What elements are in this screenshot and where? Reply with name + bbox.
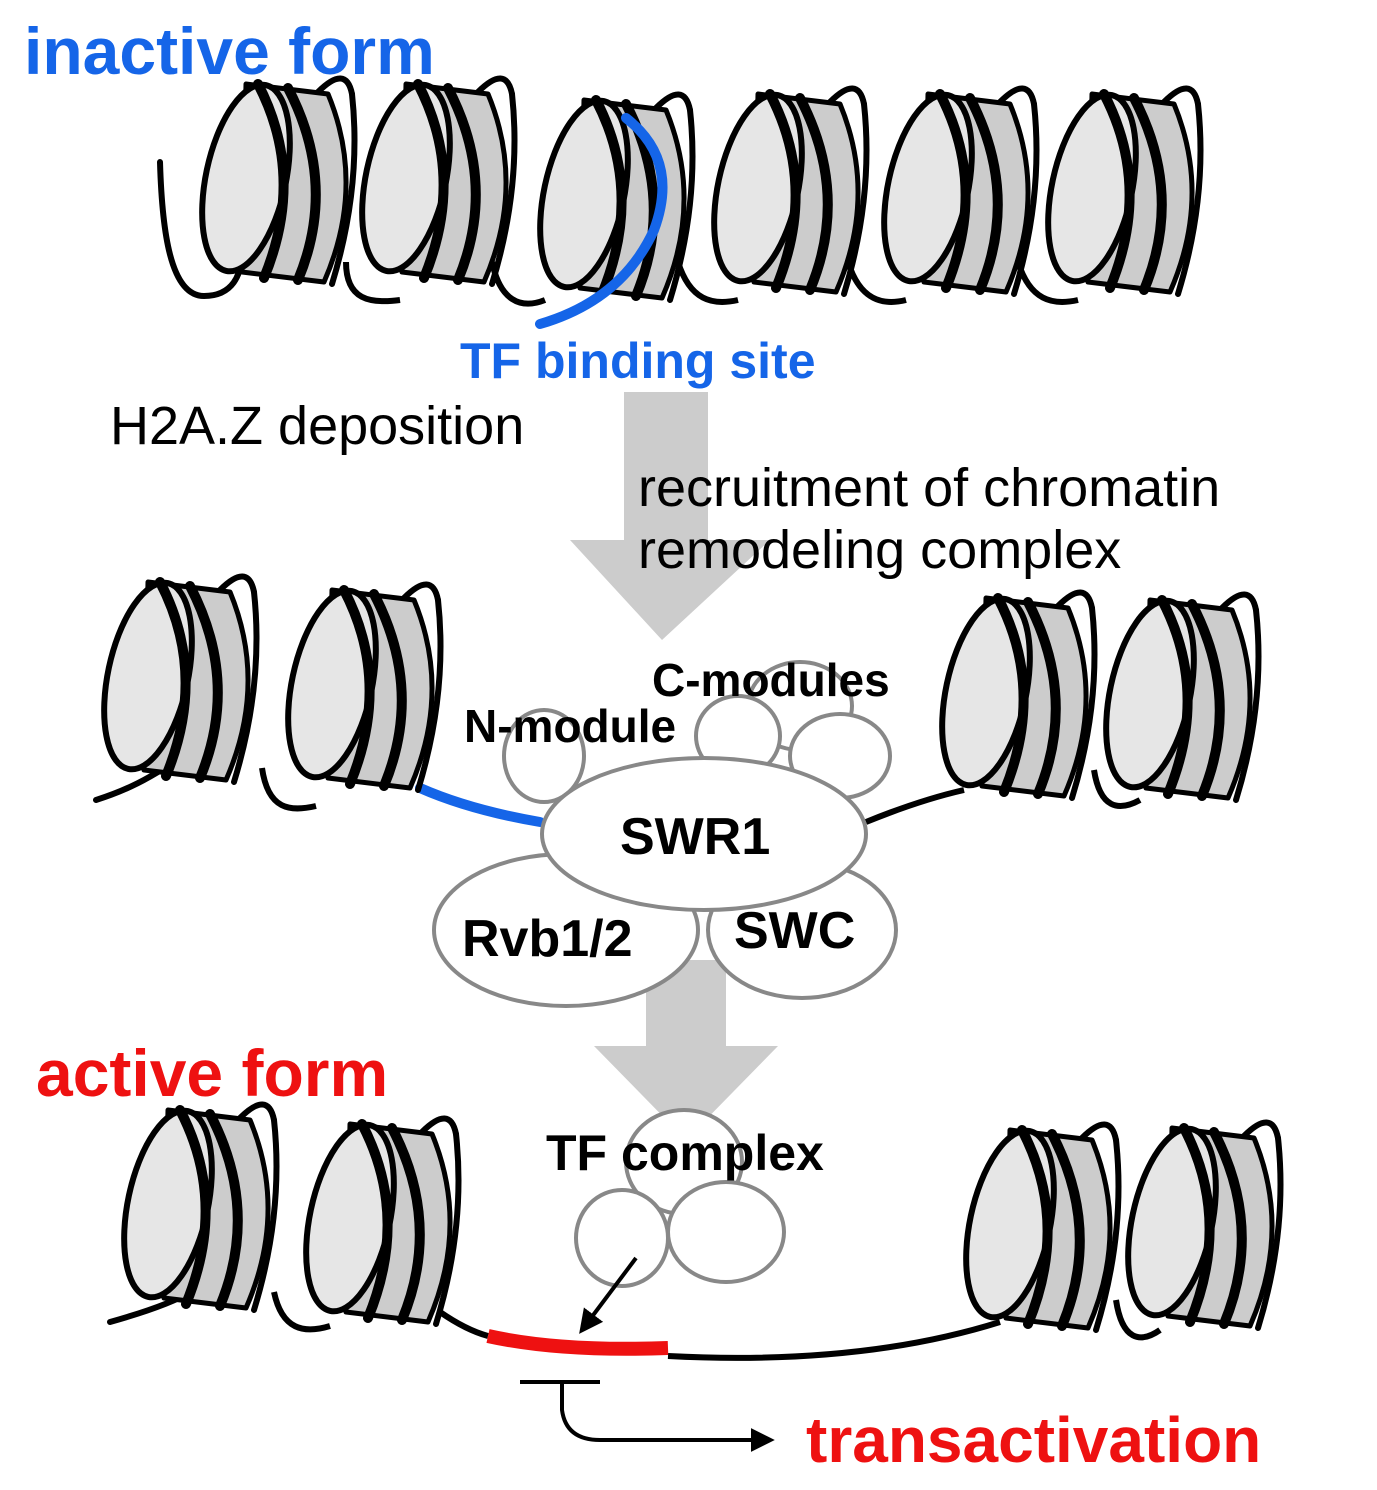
inactive-chromatin-fiber bbox=[157, 77, 1201, 329]
active-chromatin-fiber bbox=[109, 1103, 1280, 1361]
h2az-deposition-label: H2A.Z deposition bbox=[110, 396, 524, 456]
recruitment-label-line1: recruitment of chromatin bbox=[638, 458, 1220, 518]
nucleosome-icon bbox=[951, 1123, 1118, 1330]
tf-complex-subunit bbox=[574, 1188, 670, 1288]
process-arrow-icon bbox=[594, 960, 778, 1140]
nucleosome-icon bbox=[1091, 593, 1258, 800]
nucleosome-icon bbox=[869, 87, 1036, 294]
nucleosome-icon bbox=[699, 87, 866, 294]
tf-binding-site-dna bbox=[535, 113, 668, 329]
tf-complex-label: TF complex bbox=[546, 1125, 824, 1181]
nucleosome-icon bbox=[927, 591, 1094, 798]
tf-complex-subunit bbox=[666, 1180, 786, 1284]
transactivation-label: transactivation bbox=[806, 1404, 1261, 1476]
tf-binding-site-label: TF binding site bbox=[460, 333, 816, 389]
n-module-label: N-module bbox=[464, 700, 676, 752]
tf-arrow-icon bbox=[579, 1256, 638, 1334]
rvb-label: Rvb1/2 bbox=[462, 910, 633, 968]
nucleosome-icon bbox=[187, 77, 354, 284]
promoter-arrow-icon bbox=[520, 1380, 775, 1452]
swr1-complex bbox=[432, 660, 898, 1008]
swc-label: SWC bbox=[734, 902, 855, 960]
n-module-subunit bbox=[502, 708, 586, 804]
c-modules-label: C-modules bbox=[652, 654, 890, 706]
active-binding-site-dna bbox=[486, 1329, 669, 1356]
tf-complex bbox=[574, 1108, 786, 1288]
recruitment-label-line2: remodeling complex bbox=[638, 520, 1121, 580]
nucleosome-icon bbox=[1113, 1121, 1280, 1328]
nucleosome-icon bbox=[109, 1103, 276, 1310]
middle-chromatin-fiber bbox=[89, 575, 1258, 827]
tf-binding-site-dna bbox=[415, 783, 545, 827]
nucleosome-icon bbox=[525, 93, 692, 300]
nucleosome-icon bbox=[273, 583, 440, 790]
nucleosome-icon bbox=[89, 575, 256, 782]
swr1-label: SWR1 bbox=[620, 808, 770, 866]
active-form-title: active form bbox=[36, 1036, 388, 1110]
inactive-form-title: inactive form bbox=[24, 14, 435, 88]
process-arrow-icon bbox=[570, 392, 770, 640]
nucleosome-icon bbox=[347, 77, 514, 284]
nucleosome-icon bbox=[1033, 87, 1200, 294]
swr1-subunit bbox=[540, 756, 868, 912]
nucleosome-icon bbox=[291, 1117, 458, 1324]
